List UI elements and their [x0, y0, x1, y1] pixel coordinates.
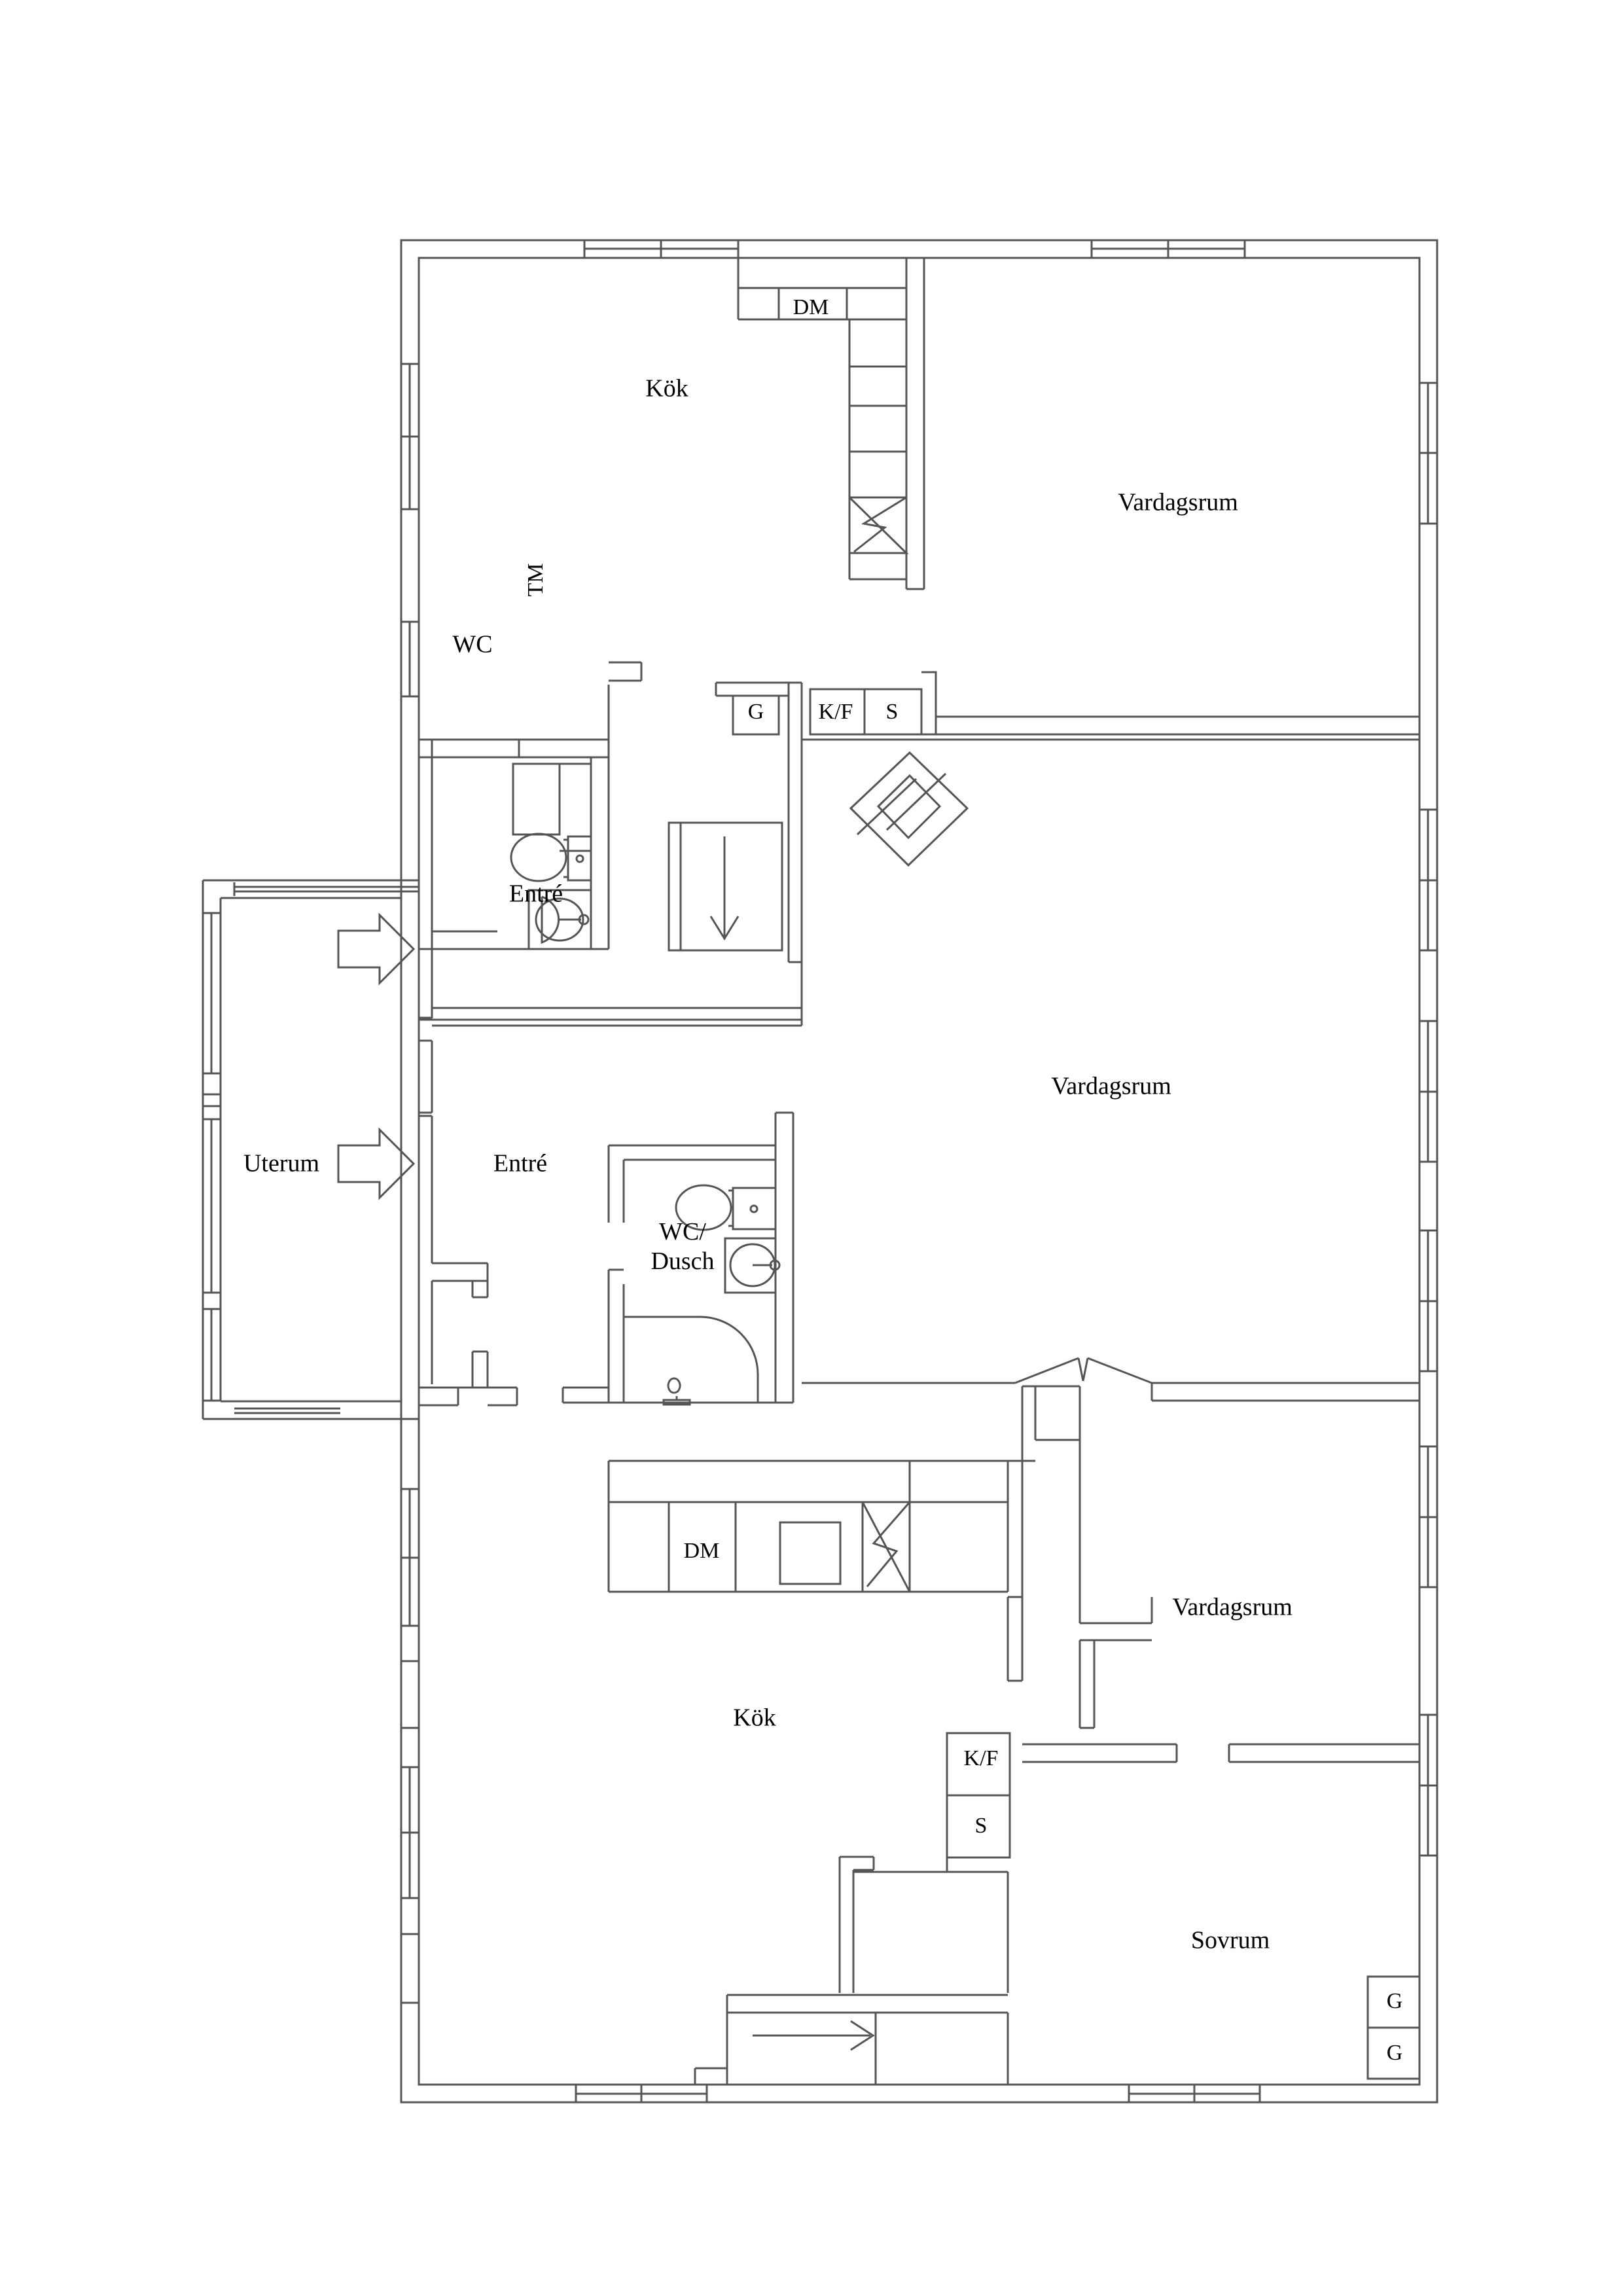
wall-vardagsrum-lower [1022, 1440, 1419, 1763]
arrow-entry-lower [337, 1127, 416, 1200]
wall-mid-lower [1007, 1385, 1081, 1682]
shower-corner [624, 1316, 759, 1406]
uterum-shell [202, 879, 419, 1420]
sink-wc-dusch [724, 1237, 781, 1294]
cabinets-kf-s-lower [911, 1732, 1011, 1873]
stair-kok-lower [694, 1856, 1009, 2086]
table-vardagsrum-mid [849, 751, 969, 867]
window-right-group [1419, 382, 1437, 1857]
tm-box-upper [512, 762, 592, 852]
window-left-group [401, 363, 419, 2004]
arrow-stair-entre [709, 836, 740, 941]
stair-entre-upper [668, 821, 783, 952]
window-top-1 [583, 240, 740, 258]
wall-wc-upper [418, 661, 643, 950]
toilet-wc-upper [510, 833, 592, 882]
stove-kok-upper [848, 496, 909, 554]
stove-kok-lower [861, 1501, 912, 1593]
outer-wall-main [400, 239, 1438, 2104]
window-bottom-group [575, 2085, 1261, 2102]
wardrobes-sovrum [1366, 1975, 1421, 2080]
window-top-2 [1090, 240, 1246, 258]
wall-vardagsrum-mid-west [800, 738, 1419, 1020]
toilet-wc-dusch [675, 1184, 777, 1231]
wall-kok-upper [419, 258, 925, 759]
wall-entre-upper [418, 949, 803, 1114]
wall-central-upper [715, 671, 937, 963]
arrow-entry-upper [337, 912, 416, 986]
arrow-stair-kok [753, 2020, 875, 2051]
wall-wc-dusch [562, 1111, 794, 1404]
wall-vardagsrum-upper-south [936, 715, 1419, 736]
wall-vardagsrum-mid-south [802, 1357, 1419, 1402]
wall-entre-lower [418, 1018, 802, 1407]
sink-wc-upper [527, 889, 592, 950]
counter-kok-lower [607, 1460, 1009, 1593]
